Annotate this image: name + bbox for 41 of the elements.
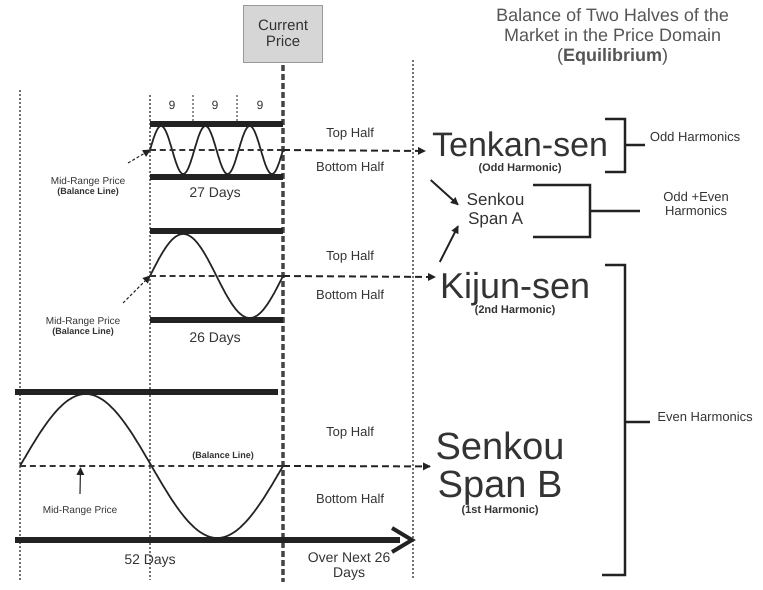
arrow [438,225,459,262]
leader-line [122,275,151,304]
half-label: Bottom Half [315,160,385,174]
annotation-text: Mid-Range Price [42,504,118,516]
group-label: Even Harmonics [656,410,754,424]
group-label: Odd Harmonics [648,130,742,144]
half-label: Bottom Half [315,288,385,302]
annotation-note: (Balance Line) [52,326,114,336]
harmonic-note: (Odd Harmonic) [478,162,562,174]
period-label: 52 Days [123,552,177,568]
indicator-name: Tenkan-sen [432,128,608,162]
price-label-box: Current Price [243,5,323,63]
leader-line [76,467,84,494]
period-number: 9 [168,99,176,112]
period-number: 9 [256,99,264,112]
period-number: 9 [210,99,220,112]
indicator-name: Senkou Span A [466,191,526,229]
annotation-note: (Balance Line) [191,451,255,461]
period-label: 27 Days [188,185,242,200]
balance-line [150,275,283,277]
arrow [283,146,426,155]
half-label: Top Half [325,425,375,440]
annotation-note: (Balance Line) [57,186,119,196]
balance-line [20,465,283,467]
group-label: Odd +Even Harmonics [662,190,730,219]
indicator-name: Senkou Span B [434,428,566,504]
title: Balance of Two Halves of the Market in the Price Domain (Equilibrium) [495,6,730,66]
harmonic-note: (1st Harmonic) [461,504,539,516]
leader-line [128,149,151,164]
half-label: Top Half [325,249,375,264]
arrow [283,462,431,470]
balance-line [150,149,283,151]
period-label: Over Next 26 Days [306,550,392,581]
annotation-text: Mid-Range Price [46,316,120,327]
arrow [430,179,459,206]
period-label: 26 Days [188,330,242,346]
half-label: Top Half [325,126,375,140]
annotation-text: Mid-Range Price [50,176,126,187]
arrow [283,272,436,281]
half-label: Bottom Half [315,492,385,506]
indicator-name: Kijun-sen [440,268,590,304]
